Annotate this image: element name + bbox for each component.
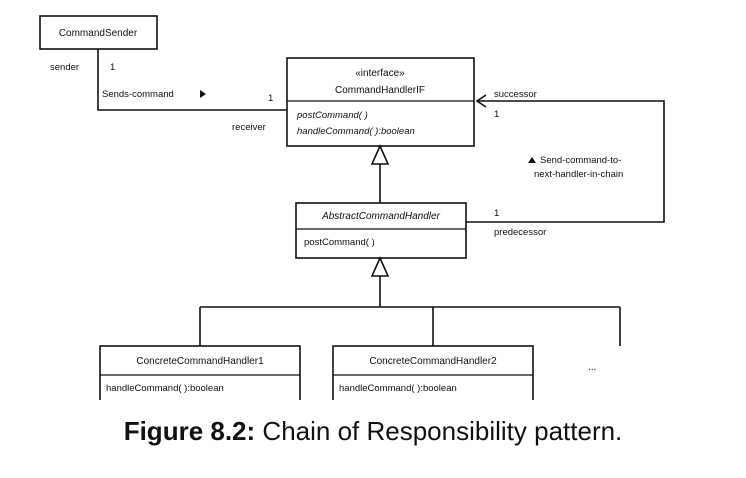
predecessor-role-label: predecessor bbox=[494, 227, 546, 238]
successor-role-label: successor bbox=[494, 89, 537, 100]
receiver-role-label: receiver bbox=[232, 122, 266, 133]
abstract-handler-name: AbstractCommandHandler bbox=[321, 211, 440, 222]
direction-up-arrow-icon bbox=[528, 157, 536, 163]
interface-name: CommandHandlerIF bbox=[335, 85, 425, 96]
concrete1-op-handle-command: handleCommand( ):boolean bbox=[106, 383, 224, 394]
send-command-label-line2: next-handler-in-chain bbox=[534, 169, 623, 180]
concrete2-op-handle-command: handleCommand( ):boolean bbox=[339, 383, 457, 394]
command-sender-class: CommandSender bbox=[39, 15, 158, 50]
sends-command-label: Sends-command bbox=[102, 89, 174, 100]
generalization-connector bbox=[199, 256, 621, 346]
inheritance-triangle-icon bbox=[370, 144, 390, 165]
concrete-command-handler-2-class: ConcreteCommandHandler2 handleCommand( )… bbox=[332, 345, 534, 400]
interface-op-handle-command: handleCommand( ):boolean bbox=[297, 126, 415, 137]
figure-number: Figure 8.2: bbox=[123, 416, 256, 446]
realization-connector bbox=[370, 144, 390, 203]
figure-caption-text: Chain of Responsibility pattern. bbox=[262, 416, 623, 446]
inheritance-triangle-icon bbox=[370, 256, 390, 277]
concrete-command-handler-1-class: ConcreteCommandHandler1 handleCommand( )… bbox=[99, 345, 301, 400]
command-handler-interface: «interface» CommandHandlerIF postCommand… bbox=[286, 57, 475, 147]
concrete1-name: ConcreteCommandHandler1 bbox=[136, 356, 264, 367]
command-sender-name: CommandSender bbox=[59, 28, 138, 39]
receiver-multiplicity: 1 bbox=[268, 93, 273, 104]
successor-multiplicity: 1 bbox=[494, 109, 499, 120]
navigation-arrow-icon bbox=[475, 94, 487, 108]
successor-chain-association: successor 1 Send-command-to- next-handle… bbox=[466, 89, 665, 238]
interface-stereotype: «interface» bbox=[355, 68, 405, 79]
direction-arrow-icon bbox=[200, 90, 206, 98]
sends-command-association: sender 1 Sends-command 1 receiver bbox=[50, 49, 287, 133]
interface-op-post-command: postCommand( ) bbox=[296, 110, 368, 121]
figure-caption: Figure 8.2: Chain of Responsibility patt… bbox=[0, 416, 746, 447]
sender-role-label: sender bbox=[50, 62, 79, 73]
abstract-command-handler-class: AbstractCommandHandler postCommand( ) bbox=[295, 202, 467, 259]
abstract-op-post-command: postCommand( ) bbox=[304, 237, 375, 248]
predecessor-multiplicity: 1 bbox=[494, 208, 499, 219]
more-handlers-ellipsis: ... bbox=[588, 362, 596, 373]
uml-class-diagram: CommandSender sender 1 Sends-command 1 r… bbox=[39, 15, 665, 400]
sender-multiplicity: 1 bbox=[110, 62, 115, 73]
concrete2-name: ConcreteCommandHandler2 bbox=[369, 356, 497, 367]
send-command-label-line1: Send-command-to- bbox=[540, 155, 621, 166]
